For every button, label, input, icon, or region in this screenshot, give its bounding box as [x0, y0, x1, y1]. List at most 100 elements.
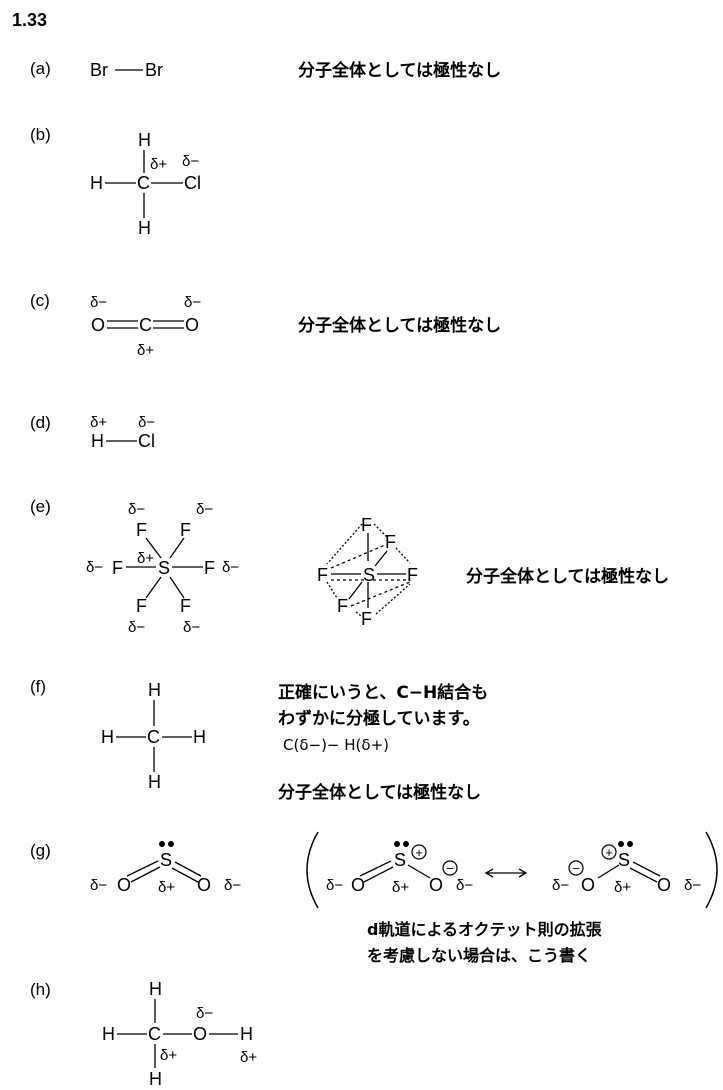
r1-atom-s: S: [394, 850, 406, 870]
edge-top-left: [326, 523, 363, 565]
bond-s-o-left-2: [130, 866, 161, 883]
r1-lone-pair-dot-1: [394, 841, 400, 847]
part-g-label: (g): [30, 841, 51, 860]
atom-s: S: [158, 558, 170, 578]
r2-bond-s-o-double-1: [632, 861, 661, 877]
atom-f-upper-right: F: [180, 520, 191, 540]
r1-bond-s-o-double-1: [359, 860, 392, 877]
delta-plus-h: δ+: [240, 1049, 257, 1066]
bond-s-f-ll: [145, 576, 162, 599]
bond-s-o-right-1: [174, 861, 202, 877]
r2-plus-sign: +: [605, 845, 613, 860]
delta-minus-f-lr: δ−: [183, 619, 200, 636]
delta-plus-s: δ+: [158, 879, 175, 896]
atom-cl: Cl: [184, 173, 201, 193]
part-d: (d) δ+ δ− H Cl: [30, 413, 155, 451]
nonpolar-note-e: 分子全体としては極性なし: [466, 566, 669, 587]
atom-h-bottom: H: [138, 218, 151, 238]
atom-f-right: F: [204, 558, 215, 578]
atom-c: C: [139, 315, 152, 335]
octet-note-line2: を考慮しない場合は、こう書く: [367, 946, 591, 965]
bond-s-f-ur: [169, 537, 185, 559]
atom-br-left: Br: [90, 60, 108, 80]
edge-front-right: [350, 581, 411, 607]
atom-c: C: [147, 727, 160, 747]
part-f-label: (f): [30, 677, 46, 696]
edge-left-back: [330, 544, 386, 569]
resonance-arrow-head-right: [518, 868, 528, 878]
part-e-label: (e): [30, 497, 51, 516]
atom-cl: Cl: [138, 431, 155, 451]
atom-f-eq-left: F: [317, 565, 328, 585]
r2-atom-s: S: [618, 850, 630, 870]
bond-s-o-left-1: [126, 860, 159, 877]
bond-s-f-front: [348, 581, 363, 600]
part-c-label: (c): [30, 291, 50, 310]
atom-s-octahedral: S: [363, 565, 375, 585]
part-c: (c) δ− δ− O C O δ+ 分子全体としては極性なし: [30, 291, 501, 359]
atom-f-lower-right: F: [180, 596, 191, 616]
resonance-arrow-head-left: [484, 868, 494, 878]
atom-h-top: H: [149, 979, 162, 999]
r2-delta-plus-s: δ+: [614, 879, 631, 896]
bond-s-f-lr: [169, 576, 185, 599]
nonpolar-note-a: 分子全体としては極性なし: [298, 60, 501, 81]
r2-delta-minus-right: δ−: [684, 877, 701, 894]
delta-plus-c: δ+: [160, 1047, 177, 1064]
r1-bond-s-o-single: [407, 864, 431, 879]
part-a: (a) Br Br 分子全体としては極性なし: [30, 59, 501, 81]
delta-minus-f-left: δ−: [86, 559, 103, 576]
delta-minus-f-ur: δ−: [196, 501, 213, 518]
r2-bond-s-o-double-2: [629, 867, 658, 883]
r1-delta-plus-s: δ+: [392, 879, 409, 896]
delta-plus-c: δ+: [137, 342, 154, 359]
r2-atom-o-right: O: [657, 875, 671, 895]
part-a-label: (a): [30, 59, 51, 78]
atom-h-left: H: [101, 727, 114, 747]
delta-minus-f-ul: δ−: [128, 501, 145, 518]
atom-h-top: H: [148, 680, 161, 700]
bond-s-f-back: [374, 550, 388, 567]
atom-h-bottom: H: [148, 772, 161, 792]
part-h-label: (h): [30, 980, 51, 999]
lone-pair-dot-2: [168, 841, 174, 847]
delta-minus-f-right: δ−: [222, 559, 239, 576]
r2-lone-pair-dot-2: [627, 841, 633, 847]
polarization-note-line2: わずかに分極しています。: [278, 708, 480, 729]
edge-top-back: [373, 523, 388, 538]
atom-o-left: O: [117, 875, 131, 895]
edge-back-right: [395, 547, 411, 564]
r1-delta-minus-left: δ−: [326, 877, 343, 894]
bond-s-o-right-2: [171, 867, 199, 883]
atom-o: O: [193, 1024, 207, 1044]
delta-plus-h: δ+: [90, 414, 107, 431]
nonpolar-note-c: 分子全体としては極性なし: [298, 315, 501, 336]
atom-f-back-right: F: [385, 532, 396, 552]
polarization-note-line1: 正確にいうと、C−H結合も: [278, 682, 488, 703]
edge-left-front: [326, 581, 338, 599]
atom-c: C: [137, 173, 150, 193]
r1-minus-sign: −: [446, 861, 454, 876]
polarization-note-line3: C(δ−)− H(δ+): [283, 736, 389, 754]
octet-note-line1: d軌道によるオクテット則の拡張: [367, 920, 603, 939]
delta-minus-cl: δ−: [182, 153, 199, 170]
part-h: (h) H δ− H C O H δ+ δ+ H: [30, 979, 257, 1089]
right-parenthesis: [705, 831, 718, 909]
r1-formal-charge-plus: [411, 844, 427, 860]
atom-o-right: O: [197, 875, 211, 895]
atom-br-right: Br: [145, 60, 163, 80]
r2-bond-s-o-single: [597, 864, 620, 879]
part-b: (b) H δ+ δ− H C Cl H: [30, 125, 201, 238]
atom-f-eq-right: F: [407, 565, 418, 585]
atom-h-bottom: H: [149, 1069, 162, 1089]
r1-delta-minus-right: δ−: [456, 877, 473, 894]
atom-s: S: [160, 850, 172, 870]
edge-bottom-right: [375, 583, 411, 615]
atom-c: C: [148, 1024, 161, 1044]
atom-h-left: H: [90, 173, 103, 193]
r2-formal-charge-minus: [568, 860, 584, 876]
r2-minus-sign: −: [572, 861, 580, 876]
r2-delta-minus-left: δ−: [552, 877, 569, 894]
nonpolar-note-f: 分子全体としては極性なし: [278, 782, 481, 803]
